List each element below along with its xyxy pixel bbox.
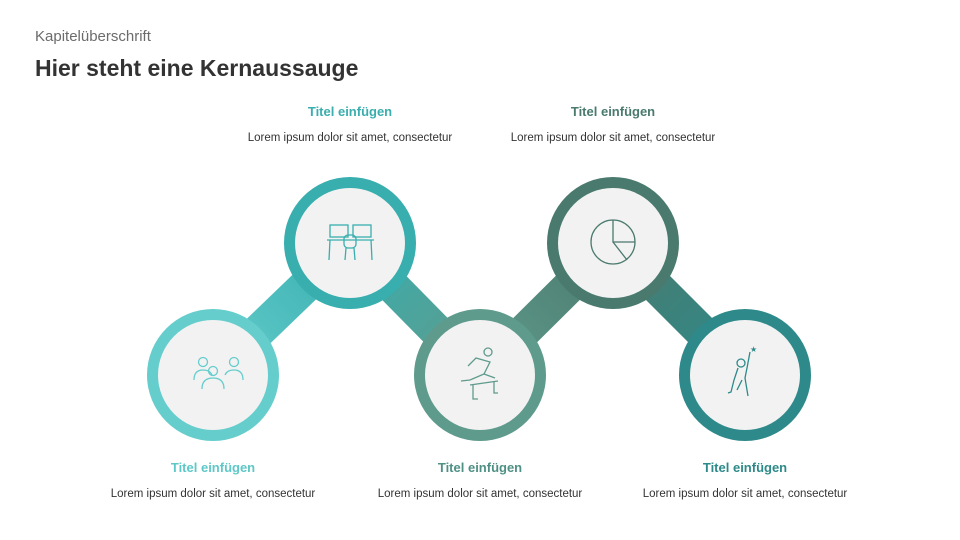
team-icon	[193, 356, 244, 390]
page-title: Hier steht eine Kernaussauge	[35, 55, 359, 81]
step-description: Lorem ipsum dolor sit amet, consectetur	[247, 132, 453, 144]
step-title: Titel einfügen	[570, 104, 656, 119]
svg-text:★: ★	[750, 345, 757, 354]
step-circle-4	[547, 177, 679, 309]
reaching-star-icon: ★	[727, 345, 757, 397]
step-caption-5: Titel einfügen Lorem ipsum dolor sit ame…	[615, 460, 875, 500]
step-caption-1: Titel einfügen Lorem ipsum dolor sit ame…	[83, 460, 343, 500]
step-title: Titel einfügen	[437, 460, 523, 475]
step-circle-5: ★	[679, 309, 811, 441]
step-description: Lorem ipsum dolor sit amet, consectetur	[510, 132, 716, 144]
step-caption-2: Titel einfügen Lorem ipsum dolor sit ame…	[220, 104, 480, 144]
step-caption-3: Titel einfügen Lorem ipsum dolor sit ame…	[350, 460, 610, 500]
step-description: Lorem ipsum dolor sit amet, consectetur	[110, 488, 316, 500]
pie-chart-icon	[590, 219, 636, 265]
hurdle-runner-icon	[460, 347, 499, 400]
step-circle-2	[284, 177, 416, 309]
step-title: Titel einfügen	[307, 104, 393, 119]
workstation-icon	[327, 224, 374, 261]
step-description: Lorem ipsum dolor sit amet, consectetur	[377, 488, 583, 500]
step-circle-3	[414, 309, 546, 441]
step-title: Titel einfügen	[170, 460, 256, 475]
step-circle-1	[147, 309, 279, 441]
step-caption-4: Titel einfügen Lorem ipsum dolor sit ame…	[483, 104, 743, 144]
step-description: Lorem ipsum dolor sit amet, consectetur	[642, 488, 848, 500]
chapter-heading: Kapitelüberschrift	[35, 28, 151, 45]
step-title: Titel einfügen	[702, 460, 788, 475]
